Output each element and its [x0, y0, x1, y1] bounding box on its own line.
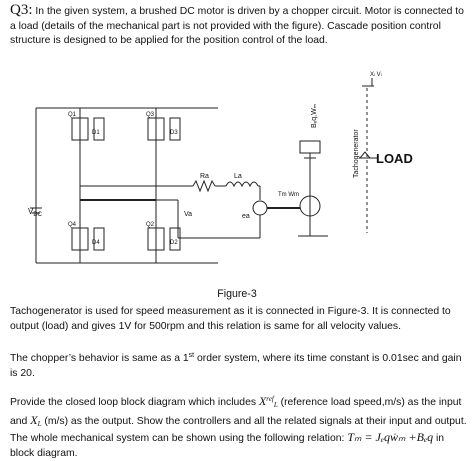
figure-3-circuit-diagram: VDC Q1 D1 Q3 D3 Q4 D4 Q2 D2 Ra La Va ea …	[28, 72, 413, 264]
ea-label: ea	[242, 213, 250, 220]
tachogenerator-label: Tachogenerator	[353, 129, 360, 178]
d4-label: D4	[92, 240, 100, 246]
question-body: In the given system, a brushed DC motor …	[10, 6, 464, 47]
paragraph-block-diagram: Provide the closed loop block diagram wh…	[10, 394, 467, 428]
beq-label: Bₑq,Wₘ	[311, 104, 318, 128]
question-text: Q3: In the given system, a brushed DC mo…	[10, 3, 468, 49]
xl-symbol: XL	[30, 412, 42, 428]
xl-vl-label: Xₗ Vₗ	[370, 72, 382, 78]
q4-label: Q4	[68, 222, 77, 228]
tm-wm-label: Tm Wm	[278, 192, 299, 198]
d1-label: D1	[92, 130, 100, 136]
va-label: Va	[184, 211, 192, 218]
la-label: La	[234, 173, 242, 180]
q2-label: Q2	[146, 222, 155, 228]
paragraph-chopper: The chopper’s behavior is same as a 1st …	[10, 352, 462, 379]
vdc-label: VDC	[28, 207, 43, 218]
d2-label: D2	[170, 240, 178, 246]
xref-symbol: XrefL	[258, 394, 278, 409]
q3-label: Q3	[146, 112, 155, 118]
question-number: Q3:	[10, 2, 33, 18]
d3-label: D3	[170, 130, 178, 136]
q1-label: Q1	[68, 112, 77, 118]
ra-label: Ra	[200, 173, 209, 180]
figure-caption: Figure-3	[217, 288, 257, 300]
mechanical-equation: Tₘ = Jₑqẇₘ +Bₑq	[347, 430, 434, 444]
paragraph-tachogenerator: Tachogenerator is used for speed measure…	[10, 306, 451, 332]
load-label: LOAD	[376, 151, 413, 166]
paragraph-mechanical-relation: The whole mechanical system can be shown…	[10, 430, 445, 459]
